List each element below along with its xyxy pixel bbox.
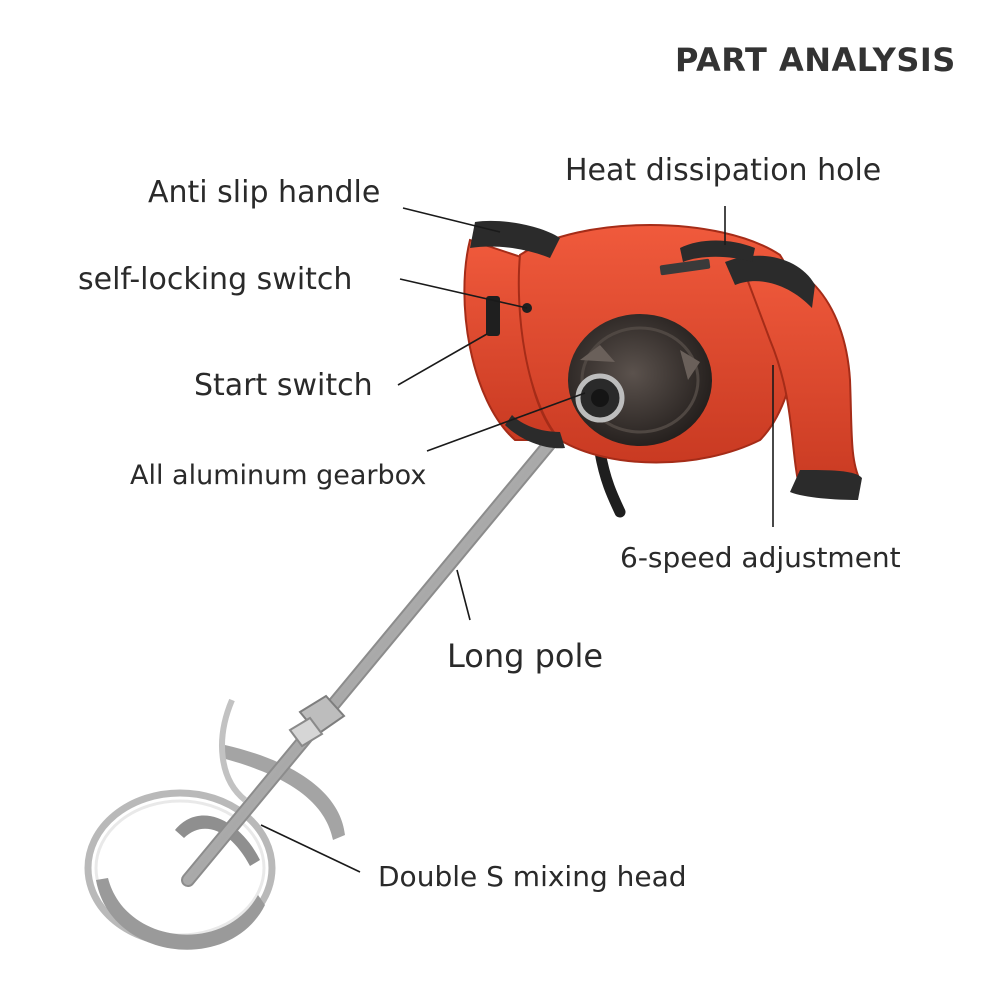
leader-start-switch [397,333,488,386]
leader-long-pole [456,569,471,621]
label-self-locking-switch: self-locking switch [78,262,353,297]
power-cord [594,446,626,518]
mixing-blade-upper [222,745,345,840]
label-long-pole: Long pole [447,637,604,675]
mixing-blade-fin [219,698,247,803]
long-pole [181,388,597,887]
leader-self-locking-switch [399,278,528,309]
mixing-blade-lower [96,878,265,950]
leader-lines [260,206,774,873]
mixer-body [463,220,862,500]
leader-mixing-head [260,824,361,873]
label-start-switch: Start switch [194,368,373,403]
page-title: PART ANALYSIS [675,41,956,79]
mixing-blade-middle [175,815,260,866]
leader-gearbox [426,392,586,452]
right-grip [725,255,815,308]
label-double-s-mixing-head: Double S mixing head [378,860,687,893]
label-heat-dissipation-hole: Heat dissipation hole [565,153,882,188]
vent-cap [680,240,755,262]
label-6-speed-adjustment: 6-speed adjustment [620,541,901,574]
label-anti-slip-handle: Anti slip handle [148,175,381,210]
mixing-head [84,698,345,950]
start-switch-shape [486,296,500,336]
label-all-aluminum-gearbox: All aluminum gearbox [130,460,427,491]
leader-anti-slip-handle [402,207,501,233]
